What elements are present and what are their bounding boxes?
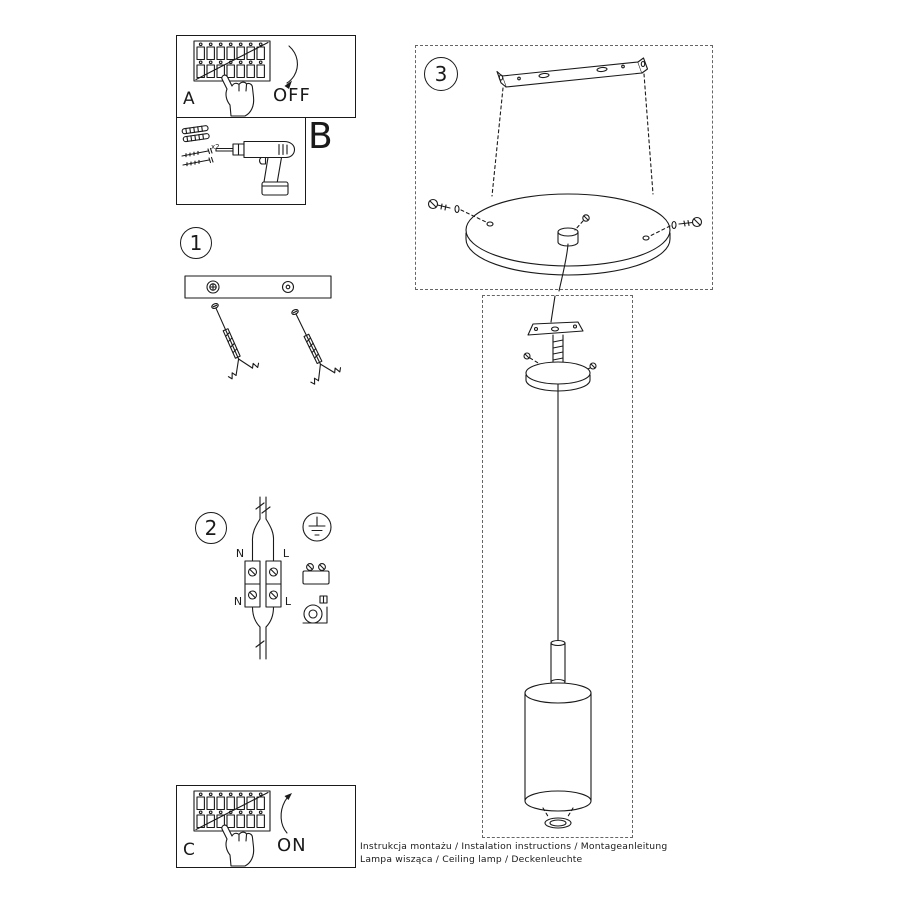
power-on-illustration [193, 790, 292, 867]
screw-icon [181, 147, 214, 167]
drill-icon [215, 140, 296, 196]
panel-tools: x2 [176, 117, 306, 205]
pendant-illustration [523, 295, 597, 829]
mounting-bracket-icon [496, 57, 649, 88]
footer-product-title: Lampa wisząca / Ceiling lamp / Deckenleu… [360, 854, 583, 865]
breaker-panel-icon [193, 790, 271, 832]
power-off-illustration [193, 40, 298, 117]
wire-n-in-label: N [236, 547, 244, 560]
earth-symbol-icon [302, 512, 332, 542]
arrow-up-icon [280, 793, 292, 834]
step-1-badge: 1 [180, 227, 212, 259]
power-on-text: ON [277, 835, 307, 856]
wire-n-out-label: N [234, 595, 242, 608]
cable-clamp-icon [302, 595, 328, 624]
pointing-hand-icon [221, 74, 255, 117]
step-3-number: 3 [434, 62, 448, 86]
wall-plug-icon [181, 125, 210, 143]
panel-b-label: B [308, 116, 333, 157]
step-3-illustration [427, 57, 703, 292]
center-screw-icon [574, 214, 590, 231]
step-3-frame [415, 45, 713, 292]
step-1-illustration [184, 275, 342, 385]
ceiling-canopy-icon [465, 193, 671, 292]
terminal-block-icon [244, 560, 282, 608]
panel-power-on: C ON [176, 785, 356, 868]
pendant-cable-icon [550, 295, 556, 323]
pointing-hand-icon [221, 824, 255, 867]
mounting-rail-icon [184, 275, 332, 299]
arrow-down-icon [284, 45, 298, 89]
bottom-ring-icon [542, 807, 574, 829]
alignment-guides [491, 73, 654, 197]
toggle-anchor-icon [291, 308, 342, 385]
tools-illustration: x2 [181, 125, 296, 196]
toggle-anchor-icon [211, 303, 260, 380]
threaded-nipple-icon [552, 334, 564, 363]
step-1-number: 1 [189, 231, 203, 255]
step-2-number: 2 [204, 516, 218, 540]
breaker-panel-icon [193, 40, 271, 82]
step-2-illustration: N L N L [234, 496, 332, 660]
power-off-text: OFF [273, 85, 311, 106]
cord-grip-icon [550, 639, 566, 686]
quantity-label: x2 [211, 143, 220, 151]
step-3-badge: 3 [424, 57, 458, 91]
hanger-bracket-icon [527, 321, 584, 336]
canopy-screw-icon [649, 216, 703, 237]
panel-a-label: A [183, 89, 195, 109]
terminal-side-icon [302, 563, 330, 585]
panel-power-off: A OFF [176, 35, 356, 118]
canopy-screw-icon [427, 198, 487, 223]
power-cable-icon [251, 606, 275, 660]
lampshade-icon [524, 682, 592, 812]
wire-l-out-label: L [285, 595, 292, 608]
step-2-badge: 2 [195, 512, 227, 544]
footer-instructions-title: Instrukcja montażu / Instalation instruc… [360, 841, 668, 852]
power-cable-icon [251, 496, 275, 562]
panel-c-label: C [183, 840, 195, 860]
wire-l-in-label: L [283, 547, 290, 560]
pendant-frame [482, 295, 633, 838]
